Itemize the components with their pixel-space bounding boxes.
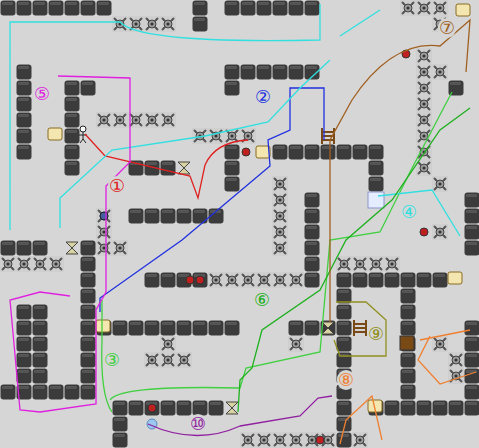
callout-number: ⑩ <box>189 414 207 434</box>
wall-block <box>336 272 448 288</box>
spike-block <box>336 256 400 272</box>
wall-block <box>128 160 176 176</box>
wall-block <box>64 96 80 176</box>
wall-block <box>272 144 384 160</box>
callout-number: ⑧ <box>337 370 355 390</box>
route-line <box>238 108 470 412</box>
wall-block <box>224 64 320 80</box>
player-body <box>79 132 87 143</box>
wall-block <box>0 384 80 400</box>
wall-block <box>464 192 479 256</box>
wall-block <box>368 160 384 192</box>
spike-block <box>208 272 304 288</box>
red-switch <box>316 436 324 444</box>
spike-block <box>288 336 304 352</box>
spike-block <box>144 352 192 368</box>
callout-number: ③ <box>103 350 121 370</box>
wall-block <box>368 400 464 416</box>
red-switch <box>420 228 428 236</box>
door-block <box>456 4 470 16</box>
wall-block <box>192 0 208 32</box>
crate <box>400 336 414 350</box>
callout-number: ⑦ <box>438 18 456 38</box>
player-head <box>80 126 86 132</box>
wall-block <box>288 320 336 336</box>
route-line <box>102 92 452 412</box>
route-line <box>10 76 130 412</box>
spike-block <box>432 224 448 240</box>
spike-block <box>432 176 448 192</box>
spike-block <box>272 176 288 256</box>
red-switch <box>186 276 194 284</box>
spike-block <box>96 112 176 128</box>
spike-block <box>240 432 336 448</box>
door-block <box>48 128 62 140</box>
hourglass-block <box>226 402 238 414</box>
route-line <box>340 330 476 444</box>
hourglass-block <box>66 242 78 254</box>
callout-number: ⑥ <box>253 290 271 310</box>
callout-number: ① <box>108 176 126 196</box>
door-block <box>256 146 270 158</box>
wall-block <box>112 416 128 448</box>
red-switch <box>196 276 204 284</box>
spike-block <box>352 432 368 448</box>
wall-block <box>0 0 112 16</box>
callout-number: ④ <box>400 202 418 222</box>
route-line <box>100 88 324 312</box>
route-line <box>330 20 470 322</box>
blue-switch <box>100 212 108 220</box>
door-block <box>96 320 110 332</box>
wall-block <box>80 240 96 400</box>
hourglass-block <box>178 162 190 174</box>
spike-block <box>400 0 448 16</box>
hourglass-block <box>322 322 334 334</box>
route-line <box>85 134 248 198</box>
route-line <box>10 4 460 236</box>
ladder <box>354 320 366 336</box>
wall-block <box>16 304 48 384</box>
wall-block <box>304 192 320 272</box>
route-line <box>148 396 332 436</box>
spike-block <box>0 256 64 272</box>
route-line <box>334 302 386 356</box>
callout-number: ② <box>254 87 272 107</box>
wall-block <box>0 240 48 256</box>
callout-number: ⑤ <box>33 84 51 104</box>
wall-block <box>400 288 416 400</box>
wall-block <box>96 320 240 336</box>
door-block <box>448 272 462 284</box>
wall-block <box>224 0 320 16</box>
spike-block <box>432 64 448 80</box>
wall-block <box>224 80 240 96</box>
wall-block <box>448 80 464 96</box>
wall-block <box>144 272 320 288</box>
wall-block <box>336 288 352 448</box>
wall-block <box>464 320 479 416</box>
spike-block <box>432 336 448 352</box>
ice-block <box>368 192 384 208</box>
spike-block <box>96 208 112 256</box>
spike-block <box>112 240 128 256</box>
red-switch <box>148 404 156 412</box>
wall-block <box>112 400 224 416</box>
red-switch <box>242 148 250 156</box>
wall-block <box>64 80 96 96</box>
wall-block <box>16 64 32 160</box>
wall-block <box>224 144 240 192</box>
callout-number: ⑨ <box>367 324 385 344</box>
